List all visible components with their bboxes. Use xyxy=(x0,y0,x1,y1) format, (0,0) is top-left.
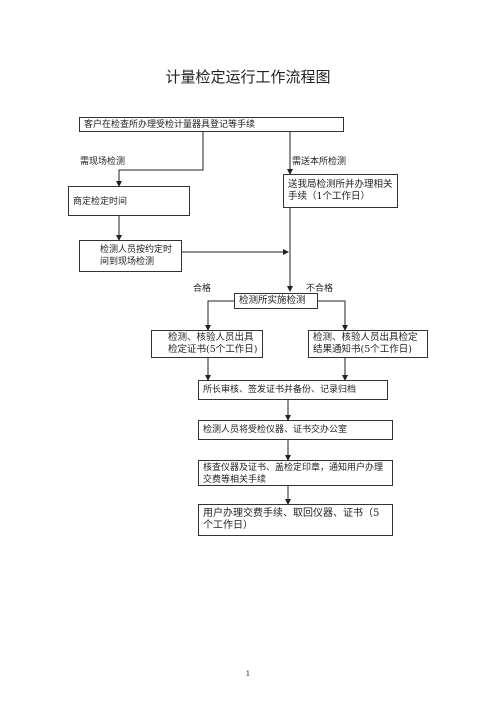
pass-label: 合格 xyxy=(193,284,212,294)
perform-test-box: 检测所实施检测 xyxy=(234,293,318,309)
director-review-box: 所长审核、签发证书并备份、记录归档 xyxy=(198,380,388,400)
connector-pass xyxy=(205,300,234,331)
onsite-label: 需现场检测 xyxy=(80,157,126,167)
connector-register-onsite xyxy=(116,132,204,187)
onsite-visit-box: 检测人员按约定时间到现场检测 xyxy=(79,240,182,272)
check-notify-box: 核查仪器及证书、盖检定印章，通知用户办理交费等相关手续 xyxy=(198,460,393,486)
send-label: 需送本所检测 xyxy=(292,157,347,167)
notice-box: 检测、核验人员出具检定结果通知书(5个工作日) xyxy=(308,330,428,358)
page-number: 1 xyxy=(245,670,251,678)
send-in-box: 送我局检测所并办理相关手续（1个工作日） xyxy=(283,174,398,208)
register-box: 客户在检查所办理受检计量器具登记等手续 xyxy=(79,117,344,132)
fail-label: 不合格 xyxy=(306,284,334,294)
to-office-box: 检测人员将受检仪器、证书交办公室 xyxy=(198,420,393,440)
certificate-box: 检测、核验人员出具检定证书(5个工作日) xyxy=(151,330,263,358)
pay-collect-box: 用户办理交费手续、取回仪器、证书（5个工作日） xyxy=(198,504,393,536)
connector-fail xyxy=(318,300,348,331)
page-title: 计量检定运行工作流程图 xyxy=(165,68,331,86)
schedule-box: 商定检定时间 xyxy=(68,186,190,216)
